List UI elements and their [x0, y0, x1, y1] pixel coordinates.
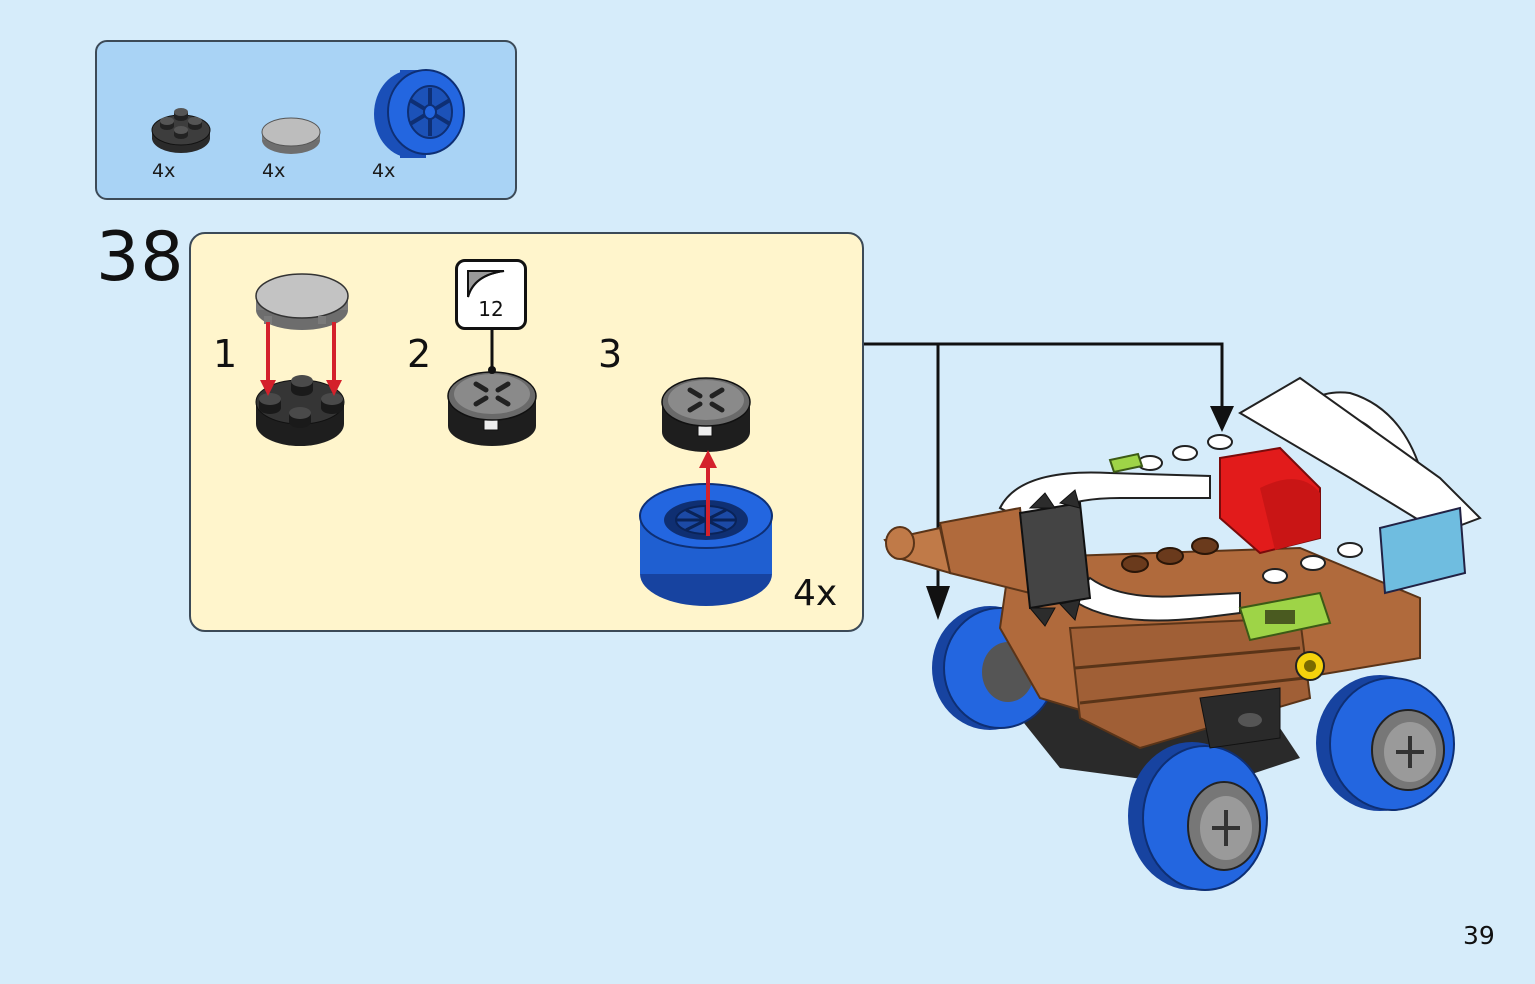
black-round-plate-icon — [151, 108, 211, 153]
sticker-number: 12 — [478, 297, 504, 321]
multiplier-label: 4x — [793, 573, 838, 614]
page-number: 39 — [1463, 921, 1495, 950]
sticker-icon — [467, 270, 505, 298]
wheel-front-right — [1128, 742, 1268, 891]
sticker-callout: 12 — [455, 259, 527, 330]
substep-2-label: 2 — [407, 332, 432, 376]
step-number: 38 — [96, 218, 185, 297]
substep-3-illustration — [639, 377, 773, 606]
substep-1-illustration — [255, 273, 349, 446]
part-quantity: 4x — [152, 160, 176, 182]
substep-2-illustration — [447, 330, 537, 446]
vehicle-model-illustration — [883, 376, 1482, 891]
substep-1-label: 1 — [213, 332, 238, 376]
gray-round-tile-icon — [261, 117, 321, 154]
parts-list-panel: 4x 4x 4x — [95, 40, 517, 200]
part-quantity: 4x — [372, 160, 396, 182]
substep-3-label: 3 — [598, 332, 623, 376]
wheel-back-right — [1316, 675, 1455, 811]
blue-wheel-icon — [374, 69, 465, 158]
part-quantity: 4x — [262, 160, 286, 182]
